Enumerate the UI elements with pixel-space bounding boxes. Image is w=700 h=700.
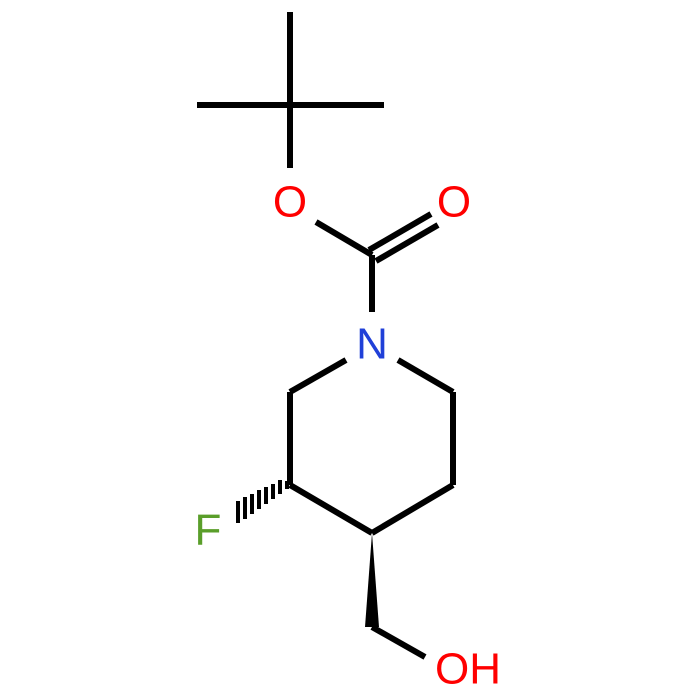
hashed-wedge-c3-f xyxy=(236,480,289,523)
atom-o-ester: O xyxy=(273,178,307,227)
atom-oh: OH xyxy=(435,645,501,694)
tert-butyl-group xyxy=(197,12,384,168)
bond-c6-n xyxy=(396,357,455,395)
carbamate-group xyxy=(314,211,440,312)
solid-wedge-c4-ch2 xyxy=(365,533,379,627)
bond-c4-c5 xyxy=(370,482,455,536)
bond-n-c2 xyxy=(288,357,348,395)
bond-o-ester-carbonyl xyxy=(314,219,374,258)
bond-carbonyl-double-b xyxy=(374,222,440,264)
atom-n: N xyxy=(356,320,388,369)
atom-f: F xyxy=(195,506,222,555)
atom-o-carbonyl: O xyxy=(437,178,471,227)
bond-ch2-oh xyxy=(370,624,427,660)
piperidine-ring xyxy=(287,357,456,536)
bond-c3-c4 xyxy=(288,482,374,536)
bond-carbonyl-double-a xyxy=(367,211,433,253)
